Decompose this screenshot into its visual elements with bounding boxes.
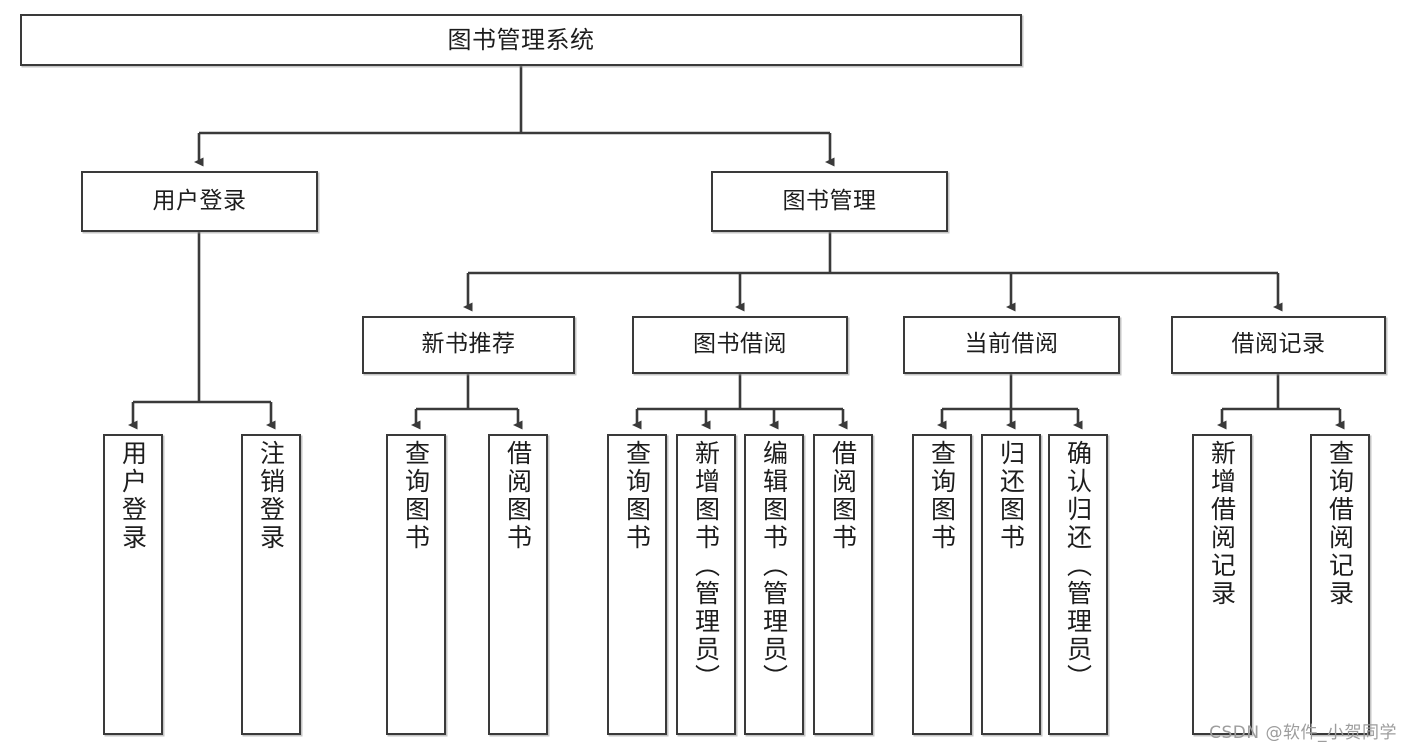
node-label: 查询图书 — [927, 440, 957, 552]
leaf-newbook-borrow-book[interactable]: 借阅图书 — [488, 434, 548, 735]
node-label: 用户登录 — [152, 187, 247, 214]
node-label: 当前借阅 — [964, 331, 1059, 358]
watermark-text: CSDN @软件_小贺同学 — [1209, 723, 1397, 743]
node-label: 借阅图书 — [503, 440, 533, 552]
node-label: 注销登录 — [256, 440, 286, 552]
node-root-system[interactable]: 图书管理系统 — [20, 14, 1022, 66]
node-borrow-records[interactable]: 借阅记录 — [1171, 316, 1386, 374]
leaf-borrow-query-book[interactable]: 查询图书 — [607, 434, 667, 735]
node-label: 查询借阅记录 — [1325, 440, 1355, 608]
node-label: 新书推荐 — [421, 331, 516, 358]
leaf-current-query-book[interactable]: 查询图书 — [912, 434, 972, 735]
node-label: 查询图书 — [401, 440, 431, 552]
node-current-borrow[interactable]: 当前借阅 — [903, 316, 1120, 374]
leaf-user-logout[interactable]: 注销登录 — [241, 434, 301, 735]
leaf-current-confirm-return-admin[interactable]: 确认归还（管理员） — [1048, 434, 1108, 735]
node-user-login[interactable]: 用户登录 — [81, 171, 318, 232]
leaf-borrow-edit-book-admin[interactable]: 编辑图书（管理员） — [744, 434, 804, 735]
node-label: 图书借阅 — [693, 331, 787, 358]
leaf-user-login[interactable]: 用户登录 — [103, 434, 163, 735]
node-label: 图书管理系统 — [447, 25, 595, 54]
node-label: 图书管理 — [782, 187, 877, 214]
node-new-book-recommend[interactable]: 新书推荐 — [362, 316, 575, 374]
node-book-borrow[interactable]: 图书借阅 — [632, 316, 848, 374]
node-label: 新增借阅记录 — [1207, 440, 1237, 608]
node-label: 借阅记录 — [1231, 331, 1326, 358]
leaf-records-query-record[interactable]: 查询借阅记录 — [1310, 434, 1370, 735]
leaf-borrow-add-book-admin[interactable]: 新增图书（管理员） — [676, 434, 736, 735]
node-label: 新增图书（管理员） — [691, 440, 721, 692]
leaf-current-return-book[interactable]: 归还图书 — [981, 434, 1041, 735]
node-label: 编辑图书（管理员） — [759, 440, 789, 692]
leaf-borrow-borrow-book[interactable]: 借阅图书 — [813, 434, 873, 735]
node-label: 查询图书 — [622, 440, 652, 552]
node-label: 归还图书 — [996, 440, 1026, 552]
node-label: 确认归还（管理员） — [1063, 440, 1093, 692]
node-book-management[interactable]: 图书管理 — [711, 171, 948, 232]
leaf-newbook-query-book[interactable]: 查询图书 — [386, 434, 446, 735]
node-label: 用户登录 — [118, 440, 148, 552]
node-label: 借阅图书 — [828, 440, 858, 552]
leaf-records-add-record[interactable]: 新增借阅记录 — [1192, 434, 1252, 735]
